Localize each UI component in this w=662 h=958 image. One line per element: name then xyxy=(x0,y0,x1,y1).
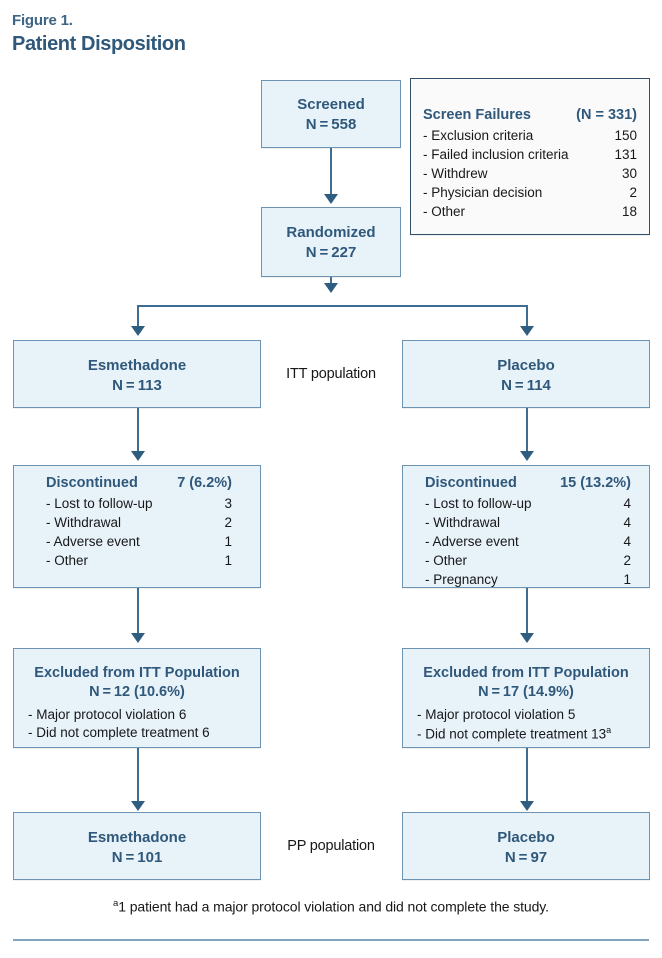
screen-failures-title: Screen Failures xyxy=(423,107,531,123)
screen-failures-total: (N = 331) xyxy=(576,107,637,123)
excluded-left-count: N = 12 (10.6%) xyxy=(89,684,185,700)
list-item-label: - Pregnancy xyxy=(425,572,498,587)
arrow-down-icon xyxy=(131,451,145,461)
excluded-left-title: Excluded from ITT Population xyxy=(34,665,240,681)
footnote-marker: a xyxy=(113,898,119,909)
node-pp-esmethadone: Esmethadone N = 101 xyxy=(13,812,261,880)
node-itt-esmethadone: Esmethadone N = 113 xyxy=(13,340,261,408)
list-item-value: 18 xyxy=(621,204,637,219)
discontinued-left-title: Discontinued xyxy=(46,475,138,491)
node-randomized: Randomized N = 227 xyxy=(261,207,401,277)
list-item-label: - Lost to follow-up xyxy=(46,496,153,511)
list-item-value: 131 xyxy=(614,147,637,162)
node-pp-esmethadone-count: N = 101 xyxy=(111,849,163,866)
connector-split-right xyxy=(526,305,528,327)
list-item-label: - Lost to follow-up xyxy=(425,496,532,511)
node-pp-placebo-name: Placebo xyxy=(497,829,555,846)
list-item-label: - Adverse event xyxy=(425,534,519,549)
node-itt-placebo-count: N = 114 xyxy=(501,377,551,394)
bottom-divider xyxy=(13,939,649,941)
list-item-value: 2 xyxy=(629,185,637,200)
list-item-label: - Other xyxy=(46,553,89,568)
excluded-left-line-1: - Major protocol violation 6 xyxy=(28,707,187,722)
list-item-label: - Withdrawal xyxy=(425,515,501,530)
list-item-label: - Adverse event xyxy=(46,534,140,549)
arrow-down-icon xyxy=(131,633,145,643)
node-itt-placebo: Placebo N = 114 xyxy=(402,340,650,408)
excluded-left-line-2: - Did not complete treatment 6 xyxy=(28,725,210,740)
node-itt-esmethadone-count: N = 113 xyxy=(112,377,162,394)
footnote: a1 patient had a major protocol violatio… xyxy=(0,898,662,915)
list-item-label: - Physician decision xyxy=(423,185,543,200)
arrow-down-icon xyxy=(131,801,145,811)
connector-randomized-split xyxy=(330,277,332,285)
excluded-right-count: N = 17 (14.9%) xyxy=(478,684,574,700)
arrow-down-icon xyxy=(324,283,338,293)
screen-failures-box: Screen Failures (N = 331) - Exclusion cr… xyxy=(410,78,650,235)
footnote-marker-inline: a xyxy=(606,725,612,735)
list-item-label: - Failed inclusion criteria xyxy=(423,147,569,162)
list-item-label: - Other xyxy=(425,553,468,568)
excluded-left-box: Excluded from ITT Population N = 12 (10.… xyxy=(13,648,261,748)
node-randomized-count: N = 227 xyxy=(305,244,357,261)
node-itt-esmethadone-name: Esmethadone xyxy=(87,357,187,374)
node-pp-placebo: Placebo N = 97 xyxy=(402,812,650,880)
arrow-down-icon xyxy=(131,326,145,336)
list-item-value: 1 xyxy=(224,534,232,549)
connector-screened-randomized xyxy=(330,148,332,194)
connector-itt-left-discontinued xyxy=(137,408,139,452)
connector-excluded-left-pp xyxy=(137,748,139,803)
list-item-value: 1 xyxy=(623,572,631,587)
excluded-right-line-2: - Did not complete treatment 13a xyxy=(417,725,611,742)
list-item-value: 4 xyxy=(623,496,631,511)
list-item-value: 1 xyxy=(224,553,232,568)
discontinued-left-box: Discontinued 7 (6.2%) - Lost to follow-u… xyxy=(13,465,261,588)
arrow-down-icon xyxy=(324,194,338,204)
connector-discontinued-right-excluded xyxy=(526,588,528,634)
arrow-down-icon xyxy=(520,451,534,461)
arrow-down-icon xyxy=(520,801,534,811)
discontinued-left-total: 7 (6.2%) xyxy=(177,475,232,491)
connector-excluded-right-pp xyxy=(526,748,528,803)
node-randomized-name: Randomized xyxy=(286,224,376,241)
discontinued-right-box: Discontinued 15 (13.2%) - Lost to follow… xyxy=(402,465,650,588)
list-item-label: - Withdrawal xyxy=(46,515,122,530)
pp-population-label: PP population xyxy=(287,838,375,854)
node-screened-count: N = 558 xyxy=(305,116,357,133)
node-itt-placebo-name: Placebo xyxy=(497,357,555,374)
connector-split-left xyxy=(137,305,139,327)
excluded-right-line-2-text: - Did not complete treatment 13 xyxy=(417,726,607,742)
discontinued-right-total: 15 (13.2%) xyxy=(560,475,631,491)
list-item-value: 4 xyxy=(623,515,631,530)
node-screened-name: Screened xyxy=(297,96,365,113)
page-title: Patient Disposition xyxy=(12,33,186,55)
list-item-value: 30 xyxy=(621,166,637,181)
list-item-value: 4 xyxy=(623,534,631,549)
excluded-right-box: Excluded from ITT Population N = 17 (14.… xyxy=(402,648,650,748)
list-item-value: 2 xyxy=(224,515,232,530)
figure-label: Figure 1. xyxy=(12,12,73,29)
connector-discontinued-left-excluded xyxy=(137,588,139,634)
node-pp-esmethadone-name: Esmethadone xyxy=(87,829,187,846)
arrow-down-icon xyxy=(520,633,534,643)
list-item-label: - Other xyxy=(423,204,466,219)
split-bar xyxy=(137,305,527,307)
node-screened: Screened N = 558 xyxy=(261,80,401,148)
list-item-value: 2 xyxy=(623,553,631,568)
itt-population-label: ITT population xyxy=(286,366,376,382)
list-item-label: - Exclusion criteria xyxy=(423,128,534,143)
list-item-value: 150 xyxy=(614,128,637,143)
connector-itt-right-discontinued xyxy=(526,408,528,452)
list-item-label: - Withdrew xyxy=(423,166,488,181)
discontinued-right-title: Discontinued xyxy=(425,475,517,491)
arrow-down-icon xyxy=(520,326,534,336)
excluded-right-line-1: - Major protocol violation 5 xyxy=(417,707,576,722)
list-item-value: 3 xyxy=(224,496,232,511)
node-pp-placebo-count: N = 97 xyxy=(504,849,548,866)
footnote-text: 1 patient had a major protocol violation… xyxy=(118,898,549,915)
excluded-right-title: Excluded from ITT Population xyxy=(423,665,629,681)
